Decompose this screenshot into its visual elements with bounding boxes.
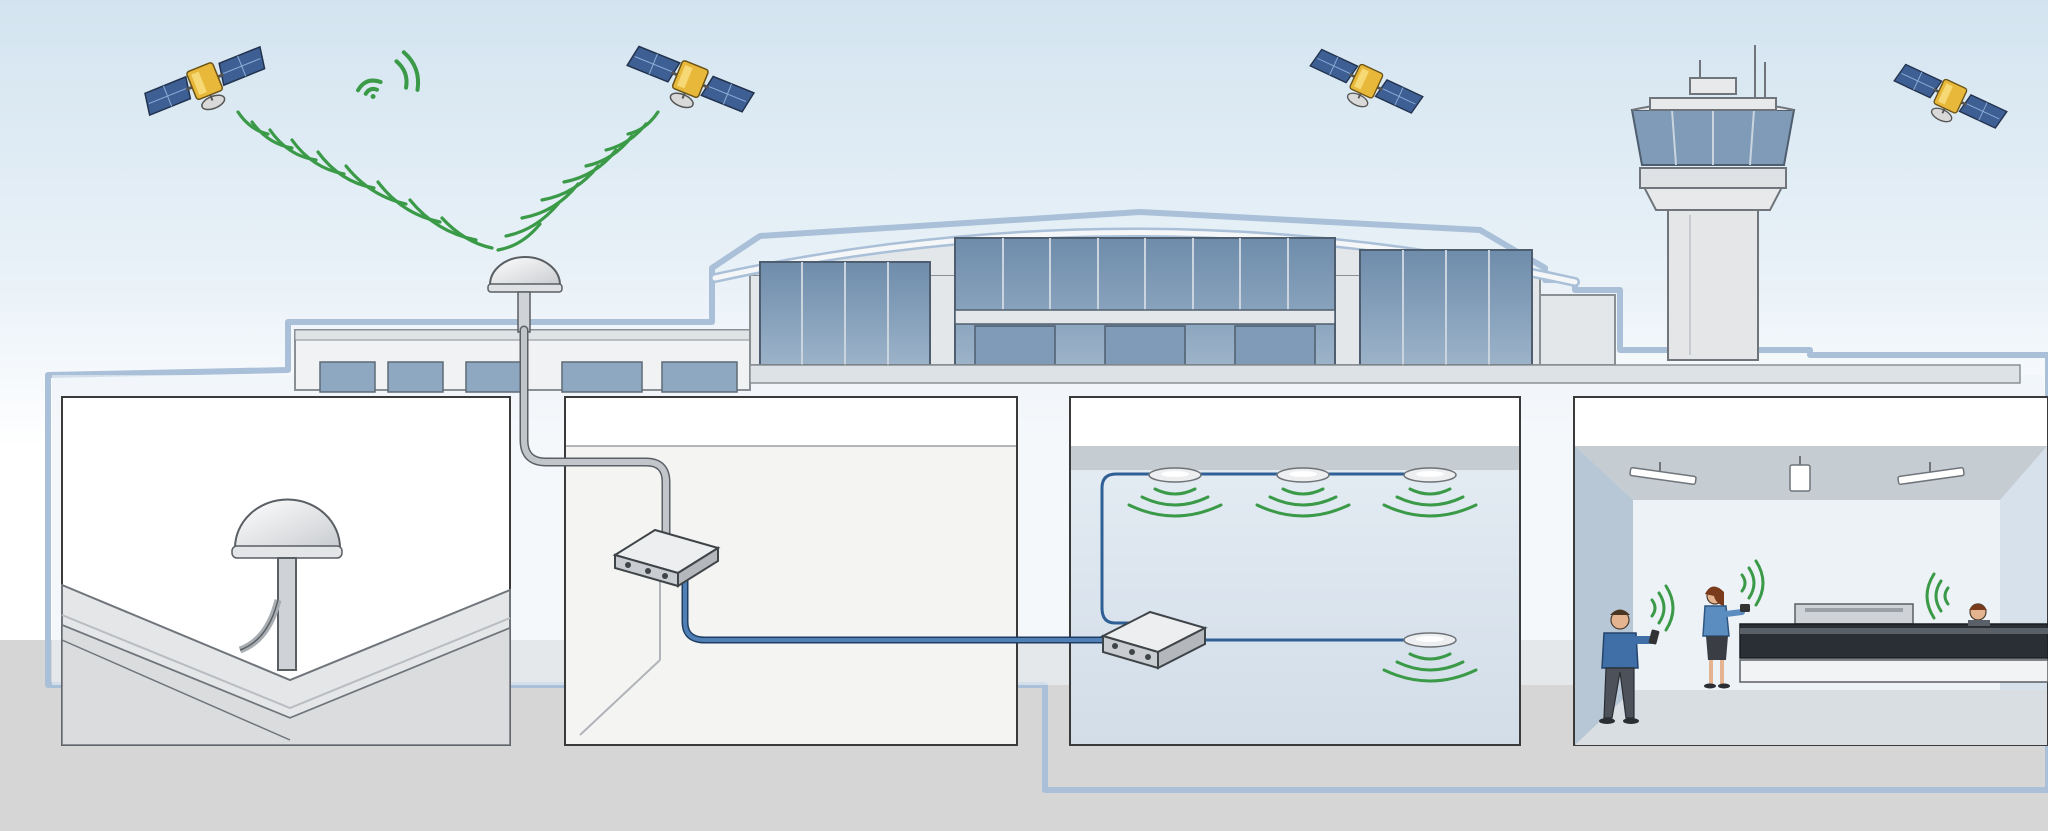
control-tower-icon	[1630, 45, 1796, 361]
person-icon	[1599, 609, 1660, 724]
repeater-box-icon	[1100, 610, 1208, 670]
satellite-signal-left	[236, 110, 494, 250]
distribution-cable	[681, 571, 1114, 644]
gnss-antenna-icon	[231, 498, 343, 671]
terminal-main-hall	[710, 227, 2021, 384]
repeater-box-icon	[612, 528, 721, 588]
gnss-antenna-icon	[487, 256, 563, 333]
person-icon	[1702, 586, 1750, 689]
satellite-signal-right	[496, 110, 660, 252]
person-icon	[1968, 603, 1990, 626]
wifi-icon	[356, 50, 421, 99]
antenna-feed-cable	[519, 325, 671, 553]
panel-roof-antenna	[61, 396, 511, 746]
panel-indoor-distribution	[1069, 396, 1521, 746]
panel-terminal-users	[1573, 396, 2048, 746]
